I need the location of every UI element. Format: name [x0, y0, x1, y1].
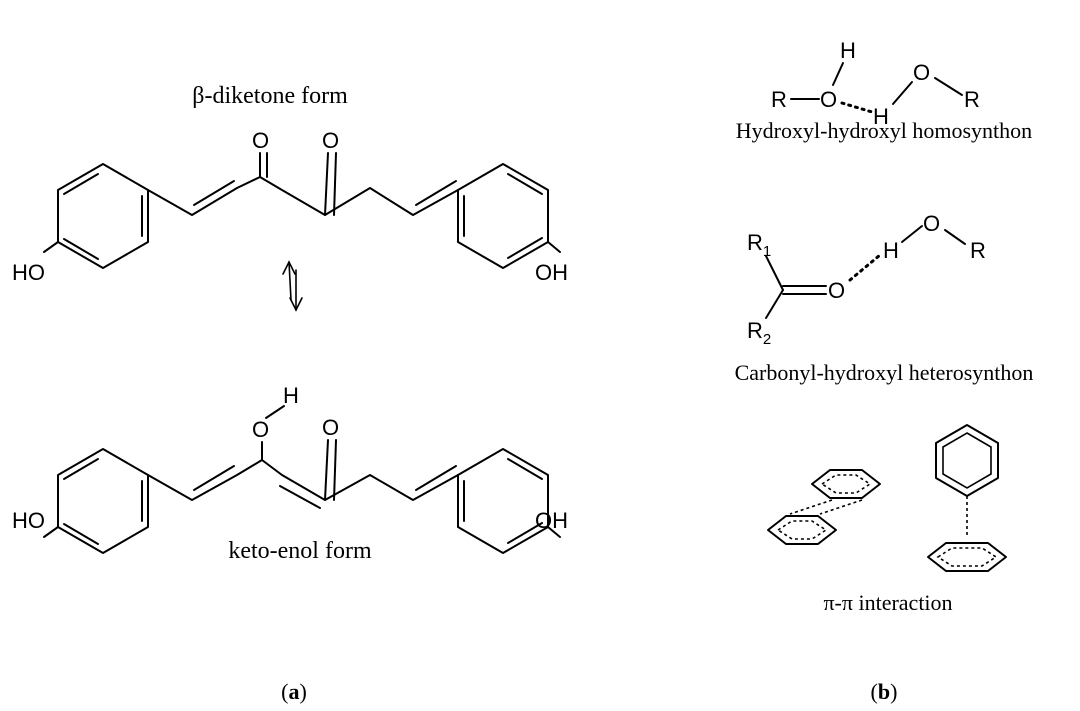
- hydrogen-1: H: [840, 38, 856, 63]
- hydroxy-group-right-enol: OH: [535, 508, 568, 533]
- offset-stacked-rings: [767, 469, 881, 545]
- pi-pi-interaction-label: π-π interaction: [823, 590, 952, 615]
- panel-b: R O H H O R Hydroxyl-hydroxyl homosyntho…: [735, 38, 1034, 704]
- r1-group: R1: [747, 230, 771, 260]
- hydrogen-bond-1: [840, 101, 874, 114]
- hydroxy-group-left: HO: [12, 260, 45, 285]
- homosynthon-label: Hydroxyl-hydroxyl homosynthon: [736, 118, 1032, 143]
- enol-hydrogen: H: [283, 383, 299, 408]
- r-group-2: R: [964, 87, 980, 112]
- right-phenyl-ring-enol: [457, 448, 549, 554]
- r-group-3: R: [970, 238, 986, 263]
- hydrogen-bond-2: [848, 253, 882, 282]
- hydroxy-group-left-enol: HO: [12, 508, 45, 533]
- keto-enol-structure: HO O H O OH: [12, 383, 568, 554]
- heptadienedione-chain: [147, 176, 459, 216]
- keto-enol-form-title: keto-enol form: [228, 538, 372, 564]
- r-group-1: R: [771, 87, 787, 112]
- t-shaped-rings: [927, 424, 1007, 572]
- hydroxyl-oxygen: O: [923, 211, 940, 236]
- carbonyl-oxygen: O: [828, 278, 845, 303]
- enol-oxygen: O: [252, 417, 269, 442]
- right-phenyl-ring: [457, 163, 549, 269]
- keto-oxygen: O: [322, 415, 339, 440]
- hydroxyl-hydrogen: H: [883, 238, 899, 263]
- carbonyl-oxygen-2: O: [322, 128, 339, 153]
- carbonyl-hydroxyl-heterosynthon-structure: R1 R2 O H O R: [747, 211, 986, 348]
- oxygen-2: O: [913, 60, 930, 85]
- left-phenyl-ring: [57, 163, 149, 269]
- equilibrium-arrows: [282, 260, 303, 312]
- enol-chain: [147, 459, 459, 501]
- beta-diketone-structure: HO O O OH: [12, 128, 568, 285]
- oxygen-1: O: [820, 87, 837, 112]
- panel-a-label: (a): [281, 679, 307, 704]
- panel-a: β-diketone form HO O O: [12, 83, 568, 704]
- hydroxy-group-right: OH: [535, 260, 568, 285]
- hydroxyl-hydroxyl-homosynthon-structure: R O H H O R: [771, 38, 980, 129]
- heterosynthon-label: Carbonyl-hydroxyl heterosynthon: [735, 360, 1034, 385]
- r2-group: R2: [747, 318, 771, 348]
- beta-diketone-form-title: β-diketone form: [192, 83, 348, 109]
- hydrogen-2: H: [873, 104, 889, 129]
- pi-pi-stacking-illustration: [767, 424, 1007, 572]
- left-phenyl-ring-enol: [57, 448, 149, 554]
- carbonyl-oxygen-1: O: [252, 128, 269, 153]
- panel-b-label: (b): [871, 679, 898, 704]
